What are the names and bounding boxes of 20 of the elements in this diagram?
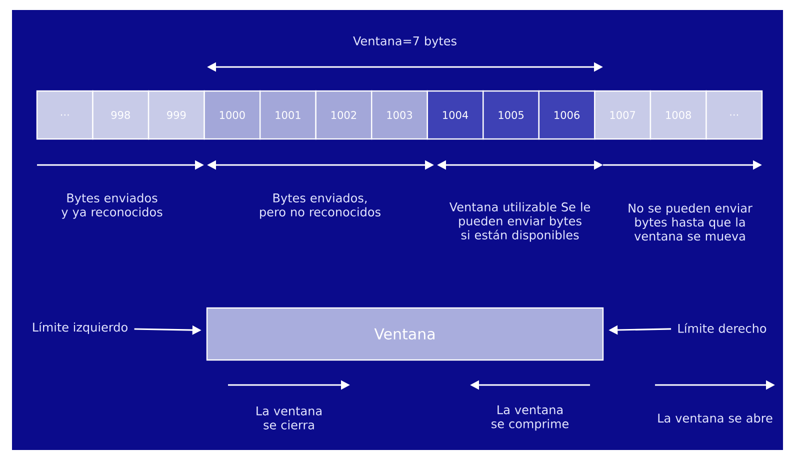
- byte-cell: 1003: [371, 90, 428, 140]
- byte-cell: 1002: [315, 90, 372, 140]
- caption-text: Bytes enviados, pero no reconocidos: [260, 193, 380, 219]
- limit-label: Límite derecho: [678, 323, 766, 333]
- caption-text: La ventana se cierra: [256, 406, 322, 430]
- byte-cell: ...: [36, 90, 94, 140]
- caption-text: La ventana se comprime: [492, 405, 568, 431]
- caption-text: Ventana utilizable Se le pueden enviar bytes si están disponibles: [449, 202, 590, 242]
- caption-text: Ventana=7 bytes: [353, 36, 456, 48]
- byte-cell: 1005: [482, 90, 540, 140]
- byte-cell: 1004: [426, 90, 484, 140]
- byte-cell: 1001: [259, 90, 316, 140]
- limit-label: Límite izquierdo: [33, 322, 128, 334]
- caption-text: Bytes enviados y ya reconocidos: [62, 193, 162, 219]
- byte-cell: ...: [706, 90, 763, 140]
- byte-cell: 1000: [204, 90, 261, 140]
- caption-text: No se pueden enviar bytes hasta que la ventana se mueva: [628, 203, 752, 241]
- window-box: Ventana: [206, 307, 604, 361]
- byte-cell: 1006: [538, 90, 596, 140]
- caption-text: La ventana se abre: [658, 413, 772, 423]
